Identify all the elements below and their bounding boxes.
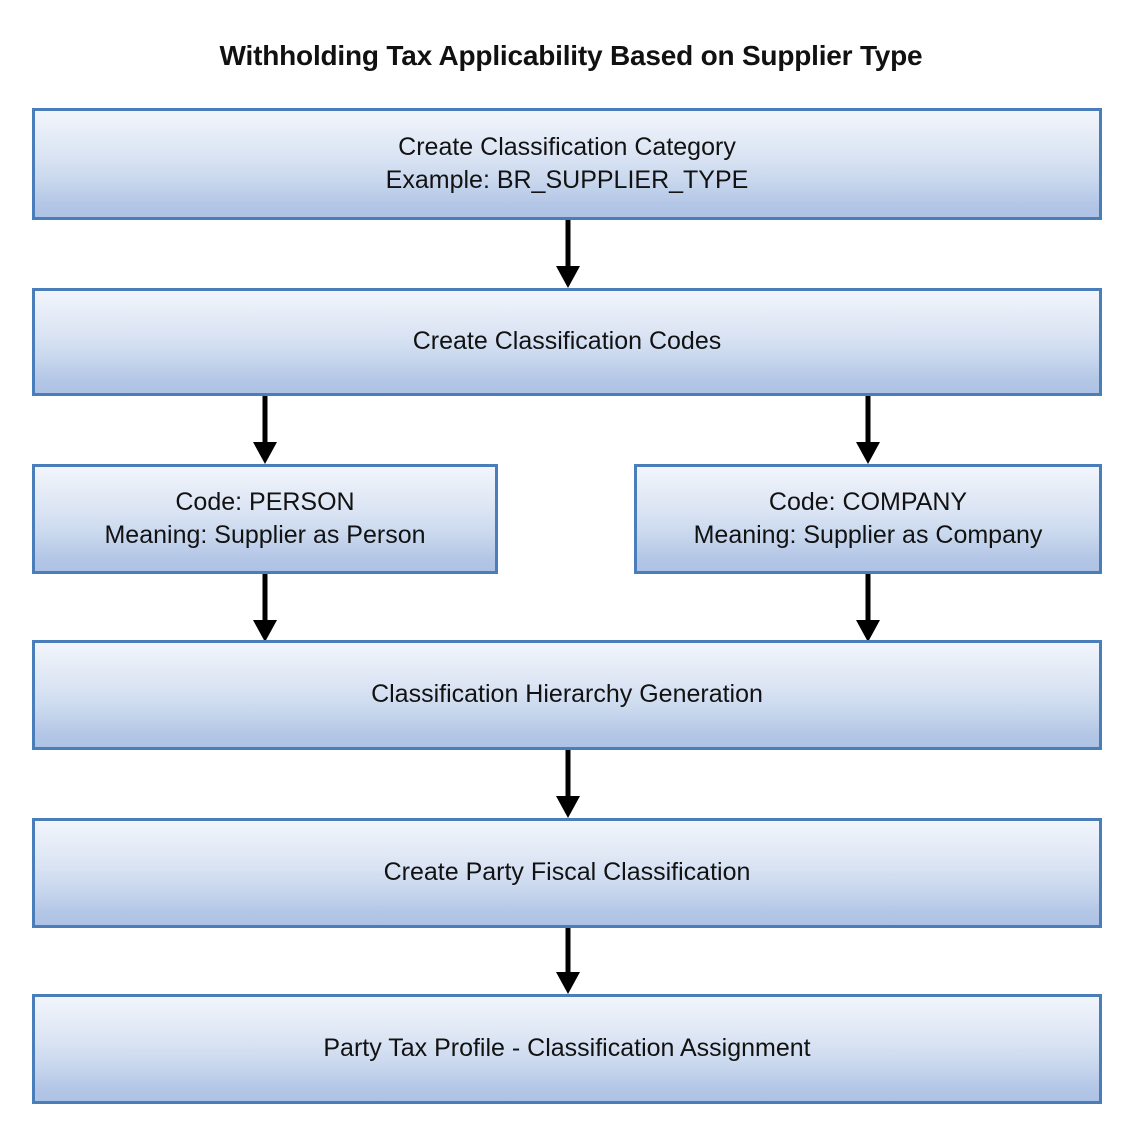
arrow-head-icon [556, 266, 580, 288]
arrow-hierarchy-to-party-fiscal [546, 750, 590, 818]
arrow-category-to-codes [546, 220, 590, 288]
node-line-1: Create Party Fiscal Classification [383, 858, 751, 887]
node-line-1: Classification Hierarchy Generation [371, 680, 763, 709]
arrow-shaft [565, 220, 571, 266]
node-code-company[interactable]: Code: COMPANY Meaning: Supplier as Compa… [634, 464, 1102, 574]
node-code-person[interactable]: Code: PERSON Meaning: Supplier as Person [32, 464, 498, 574]
arrow-shaft [262, 574, 268, 620]
node-create-classification-codes[interactable]: Create Classification Codes [32, 288, 1102, 396]
node-classification-hierarchy-generation[interactable]: Classification Hierarchy Generation [32, 640, 1102, 750]
arrow-party-fiscal-to-party-tax-profile [546, 928, 590, 994]
node-line-1: Party Tax Profile - Classification Assig… [323, 1034, 811, 1063]
arrow-company-to-hierarchy [846, 574, 890, 642]
node-party-tax-profile-classification-assignment[interactable]: Party Tax Profile - Classification Assig… [32, 994, 1102, 1104]
arrow-shaft [865, 396, 871, 442]
arrow-head-icon [556, 972, 580, 994]
arrow-head-icon [253, 620, 277, 642]
arrow-person-to-hierarchy [243, 574, 287, 642]
node-line-1: Create Classification Category [398, 132, 736, 161]
arrow-shaft [262, 396, 268, 442]
arrow-head-icon [556, 796, 580, 818]
node-create-classification-category[interactable]: Create Classification Category Example: … [32, 108, 1102, 220]
arrow-codes-to-company [846, 396, 890, 464]
arrow-head-icon [856, 620, 880, 642]
node-line-2: Example: BR_SUPPLIER_TYPE [385, 166, 749, 194]
arrow-shaft [865, 574, 871, 620]
arrow-shaft [565, 928, 571, 972]
node-line-1: Create Classification Codes [412, 327, 722, 356]
node-line-1: Code: COMPANY [768, 487, 968, 516]
node-line-2: Meaning: Supplier as Company [693, 521, 1043, 549]
arrow-codes-to-person [243, 396, 287, 464]
arrow-head-icon [856, 442, 880, 464]
arrow-head-icon [253, 442, 277, 464]
node-line-1: Code: PERSON [175, 487, 355, 516]
page-title: Withholding Tax Applicability Based on S… [219, 40, 923, 71]
arrow-shaft [565, 750, 571, 796]
node-create-party-fiscal-classification[interactable]: Create Party Fiscal Classification [32, 818, 1102, 928]
node-line-2: Meaning: Supplier as Person [104, 521, 426, 549]
